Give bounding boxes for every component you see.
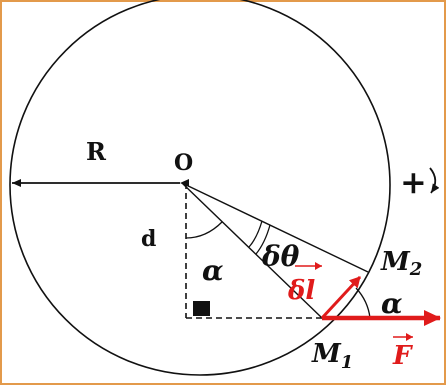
label-rotation-sign: + [400, 163, 427, 201]
label-center-o: O [174, 150, 193, 176]
delta-l-vector-arrow [320, 275, 362, 320]
label-point-m1: M1 [311, 339, 353, 373]
label-delta-theta: δθ [261, 240, 300, 273]
label-delta-l: δl [287, 276, 315, 306]
label-alpha-center: α [202, 254, 224, 287]
label-alpha-right: α [381, 287, 403, 320]
radius-to-m1 [181, 182, 323, 319]
delta-theta-arc-inner [248, 220, 263, 248]
label-distance-d: d [141, 226, 156, 252]
counterclockwise-rotation-icon [429, 167, 440, 194]
label-force-f: F [392, 341, 413, 371]
right-angle-marker-icon [193, 301, 210, 316]
radius-to-m2 [181, 182, 369, 273]
delta-theta-arc-outer [255, 224, 271, 255]
label-point-m2: M2 [380, 247, 422, 280]
alpha-angle-arc [185, 221, 223, 239]
alpha-angle-arc-m1 [355, 287, 371, 319]
label-radius: R [86, 137, 107, 166]
rotating-disk-circle [9, 0, 391, 376]
